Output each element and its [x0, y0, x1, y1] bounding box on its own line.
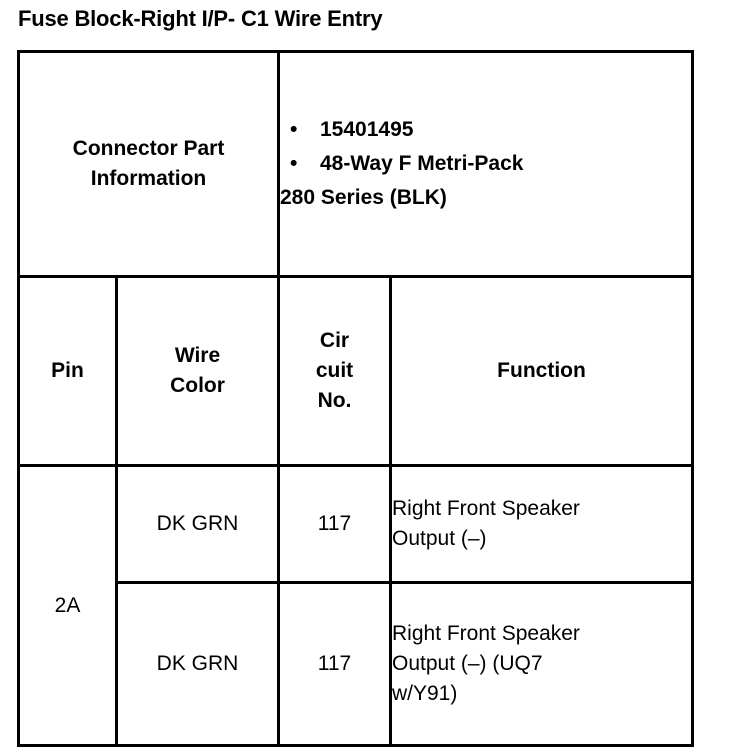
column-header-wire-color-line-2: Color: [170, 374, 225, 397]
cell-function: Right Front Speaker Output (–) (UQ7 w/Y9…: [389, 581, 694, 747]
wire-entry-table: Connector Part Information • 15401495 • …: [17, 50, 694, 747]
cell-wire-color: DK GRN: [115, 581, 280, 747]
column-header-wire-color: Wire Color: [115, 275, 280, 467]
connector-label-line-1: Connector Part: [72, 137, 225, 161]
table-header-row: Pin Wire Color Cir cuit No. Function: [17, 275, 694, 467]
connector-part-description: 48-Way F Metri-Pack: [320, 152, 524, 176]
page-title: Fuse Block-Right I/P- C1 Wire Entry: [18, 6, 383, 31]
column-header-function-line-1: Function: [497, 359, 586, 383]
bullet-icon: •: [290, 152, 298, 176]
list-item: • 15401495: [280, 115, 691, 145]
column-header-circuit-no-line-2: cuit: [315, 359, 354, 383]
bullet-icon: •: [290, 118, 298, 142]
column-header-pin-line-1: Pin: [51, 359, 84, 383]
table-row: 2A DK GRN 117 Right Front Speaker Output…: [17, 464, 694, 747]
list-item: • 48-Way F Metri-Pack: [280, 149, 691, 179]
cell-function-line-1: Right Front Speaker: [392, 622, 580, 646]
connector-label-line-2: Information: [90, 167, 207, 190]
column-header-pin: Pin: [17, 275, 118, 467]
column-header-circuit-no: Cir cuit No.: [277, 275, 392, 467]
cell-function-line-3: w/Y91): [392, 681, 458, 705]
column-header-circuit-no-line-1: Cir: [319, 329, 350, 353]
connector-part-bullet-list: • 15401495 • 48-Way F Metri-Pack: [280, 115, 691, 179]
cell-function-line-1: Right Front Speaker: [392, 497, 580, 521]
cell-wire-color: DK GRN: [115, 464, 280, 584]
connector-part-information-value: • 15401495 • 48-Way F Metri-Pack 280 Ser…: [277, 50, 694, 278]
cell-circuit-no: 117: [277, 581, 392, 747]
connector-part-information-label: Connector Part Information: [17, 50, 280, 278]
column-header-wire-color-line-1: Wire: [174, 344, 221, 368]
cell-pin: 2A: [17, 464, 118, 747]
cell-function: Right Front Speaker Output (–): [389, 464, 694, 584]
cell-function-line-2: Output (–): [392, 527, 487, 550]
table-row: DK GRN 117 Right Front Speaker Output (–…: [19, 581, 694, 747]
connector-part-information-row: Connector Part Information • 15401495 • …: [17, 50, 694, 278]
connector-part-description-continued: 280 Series (BLK): [280, 185, 447, 209]
cell-circuit-no: 117: [277, 464, 392, 584]
column-header-circuit-no-line-3: No.: [317, 388, 352, 412]
connector-part-number: 15401495: [320, 118, 414, 142]
cell-function-line-2: Output (–) (UQ7: [392, 652, 543, 676]
column-header-function: Function: [389, 275, 694, 467]
